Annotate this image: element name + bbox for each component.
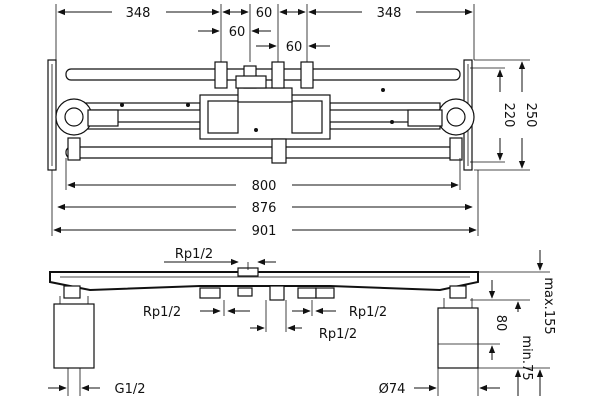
dim-800: 800 [252, 179, 277, 194]
dim-348-left: 348 [126, 6, 151, 21]
rp-top-label: Rp1/2 [175, 247, 213, 262]
dim-876: 876 [252, 201, 277, 216]
dim-80: 80 [493, 315, 508, 332]
min-label: min.75 [519, 335, 534, 380]
max-label: max.155 [541, 277, 556, 334]
rp-right-label: Rp1/2 [349, 305, 387, 320]
dim-60-top: 60 [256, 6, 273, 21]
dia-label: Ø74 [379, 382, 406, 397]
rp-left-label: Rp1/2 [143, 305, 181, 320]
dim-60-mid-right: 60 [286, 40, 303, 55]
dim-348-right: 348 [377, 6, 402, 21]
dim-60-mid-left: 60 [229, 25, 246, 40]
dim-901: 901 [252, 224, 277, 239]
rp-bottom-label: Rp1/2 [319, 327, 357, 342]
side-view: Rp1/2 Rp1/2 Rp1/2 Rp1/2 [48, 247, 556, 397]
dim-220: 220 [501, 103, 516, 128]
g-label: G1/2 [115, 382, 146, 397]
dim-250: 250 [523, 103, 538, 128]
top-view: 348 60 348 60 60 [47, 4, 538, 239]
